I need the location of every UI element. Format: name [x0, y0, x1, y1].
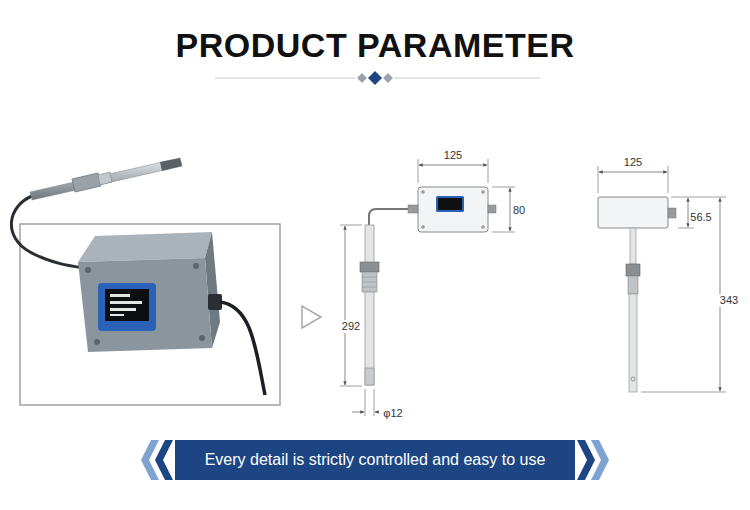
product-photo-part: [98, 283, 156, 331]
front-view-part: [374, 389, 375, 416]
pointer-triangle: [302, 306, 321, 328]
front-view-part: [362, 282, 377, 283]
front-view-part: [481, 225, 485, 229]
front-view-part: [369, 209, 408, 225]
front-view-part: [481, 190, 485, 194]
front-view-part: [438, 198, 462, 210]
banner-text: Every detail is strictly controlled and …: [205, 451, 546, 469]
front-view-part: [488, 205, 496, 213]
front-view-part: [340, 225, 362, 226]
side-view-part: [626, 264, 640, 276]
product-photo-part: [85, 267, 91, 273]
side-view-part: [631, 377, 635, 381]
product-photo-part: [78, 258, 212, 352]
side-view-part: [599, 172, 667, 173]
dimension-label: 343: [719, 294, 739, 307]
product-photo-part: [110, 301, 142, 304]
banner-chevrons: [141, 440, 609, 480]
chevron: [577, 440, 595, 480]
front-view-part: [365, 368, 374, 385]
side-view-part: [598, 197, 668, 228]
front-view: [340, 159, 515, 416]
slogan-banner: Every detail is strictly controlled and …: [175, 440, 575, 480]
header-rule: [215, 71, 540, 85]
header-rule-part: [395, 78, 540, 79]
side-view-part: [668, 208, 676, 218]
header-rule-part: [383, 73, 393, 83]
front-view-part: [352, 412, 364, 413]
product-photo: [11, 158, 280, 405]
product-photo-part: [160, 158, 182, 171]
header-rule-part: [215, 78, 355, 79]
product-photo-part: [110, 314, 124, 316]
front-view-part: [362, 272, 377, 292]
side-view-part: [671, 197, 726, 198]
product-photo-part: [105, 289, 149, 321]
page-title: PRODUCT PARAMETER: [176, 26, 575, 65]
front-view-part: [436, 196, 464, 212]
product-photo-part: [208, 294, 222, 310]
product-photo-part: [193, 263, 199, 269]
front-view-part: [408, 205, 418, 213]
product-photo-part: [72, 173, 101, 192]
front-view-part: [345, 226, 346, 385]
side-view-part: [598, 166, 599, 193]
front-view-part: [419, 165, 487, 166]
product-photo-part: [199, 335, 205, 341]
side-view-part: [678, 228, 694, 229]
side-view-part: [630, 228, 636, 264]
dimension-label: 125: [623, 156, 643, 169]
front-view-part: [360, 262, 379, 272]
dimension-label: 292: [341, 320, 361, 333]
front-view-part: [492, 187, 515, 188]
product-photo-part: [30, 158, 182, 200]
front-view-part: [421, 190, 425, 194]
front-view-part: [365, 389, 366, 416]
side-view-part: [628, 276, 638, 294]
front-view-part: [362, 277, 377, 278]
product-photo-part: [110, 294, 130, 297]
side-view-part: [668, 166, 669, 193]
dimension-label: φ12: [382, 407, 403, 420]
front-view-part: [340, 386, 362, 387]
product-photo-part: [98, 172, 112, 185]
front-view-part: [488, 159, 489, 183]
front-view-part: [510, 188, 511, 231]
front-view-part: [365, 225, 374, 385]
dimension-label: 56.5: [689, 211, 712, 224]
dimension-label: 125: [443, 149, 463, 162]
header-rule-part: [357, 73, 367, 83]
chevron: [155, 440, 173, 480]
dimension-label: 80: [512, 204, 526, 217]
side-view-part: [629, 294, 637, 392]
side-view-part: [641, 392, 726, 393]
front-view-part: [421, 225, 425, 229]
front-view-part: [418, 159, 419, 183]
front-view-part: [375, 412, 379, 413]
front-view-part: [492, 232, 515, 233]
header-rule-part: [368, 71, 382, 85]
product-photo-part: [78, 232, 212, 262]
product-photo-part: [94, 339, 100, 345]
product-photo-part: [220, 302, 265, 395]
side-view: [598, 166, 726, 392]
product-photo-part: [110, 308, 136, 311]
product-photo-part: [11, 196, 84, 268]
front-view-part: [362, 287, 377, 288]
product-photo-part: [20, 224, 280, 405]
front-view-part: [418, 187, 488, 232]
